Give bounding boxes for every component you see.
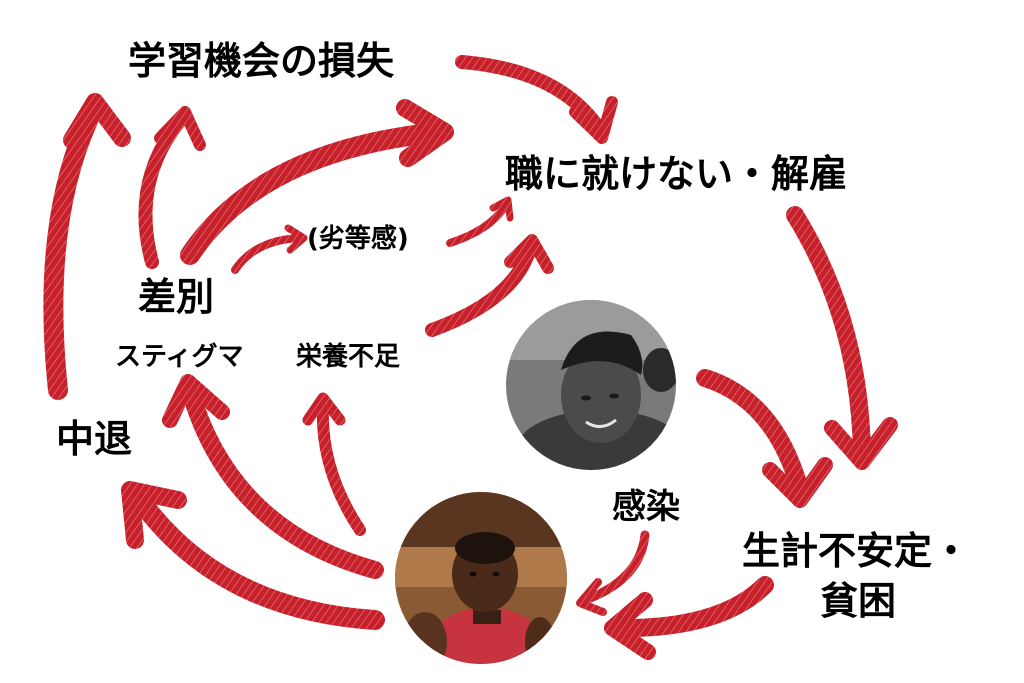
node-infection: 感染 <box>612 487 680 527</box>
node-learning-loss: 学習機会の損失 <box>128 39 395 83</box>
arrowhead-discrimination-to-inferiority <box>284 224 308 254</box>
child-illustration <box>395 492 567 664</box>
arrow-discrimination-to-nojob <box>180 122 450 265</box>
arrowhead-discrimination-to-nojob <box>396 99 454 167</box>
node-poverty-line1: 生計不安定・ <box>742 529 971 573</box>
arrow-infection-to-child <box>580 530 650 605</box>
arrowhead-child-to-malnutrition <box>302 392 346 426</box>
arrow-poverty-to-child <box>606 576 774 638</box>
arrowhead-malnutrition-to-nojob <box>504 234 554 274</box>
arrow-learning-to-nojob <box>455 55 607 137</box>
arrow-inferiority-to-nojob <box>446 202 509 247</box>
node-inferiority: (劣等感) <box>307 224 409 254</box>
node-poverty-line2: 貧困 <box>820 579 897 623</box>
node-discrimination: 差別 <box>138 275 215 319</box>
arrow-child-to-stigma <box>181 381 384 579</box>
arrowhead-infection-to-child <box>576 578 607 616</box>
woman-photo <box>506 300 676 470</box>
arrowhead-poverty-to-child <box>604 592 656 660</box>
arrowhead-nojob-to-poverty <box>824 417 898 470</box>
node-malnutrition: 栄養不足 <box>296 342 401 372</box>
arrow-malnutrition-to-nojob <box>425 241 537 337</box>
node-stigma: スティグマ <box>115 342 244 372</box>
arrowhead-learning-to-nojob <box>569 96 618 144</box>
arrow-child-to-dropout <box>130 490 385 630</box>
arrowhead-discrimination-to-learning <box>154 106 206 151</box>
arrowhead-woman-to-poverty <box>762 457 833 508</box>
arrowhead-dropout-to-learning <box>63 93 131 149</box>
arrow-child-to-malnutrition <box>316 399 366 536</box>
child-photo <box>395 492 567 664</box>
arrow-discrimination-to-inferiority <box>231 234 304 274</box>
arrow-dropout-to-learning <box>43 102 102 400</box>
arrow-nojob-to-poverty <box>786 206 871 464</box>
arrow-woman-to-poverty <box>696 369 809 499</box>
node-dropout: 中退 <box>56 417 133 461</box>
woman-illustration <box>506 300 676 470</box>
arrowhead-inferiority-to-nojob <box>489 196 514 222</box>
arrowhead-child-to-stigma <box>162 374 230 428</box>
node-no-job: 職に就けない・解雇 <box>505 152 848 196</box>
arrowhead-child-to-dropout <box>121 481 187 549</box>
